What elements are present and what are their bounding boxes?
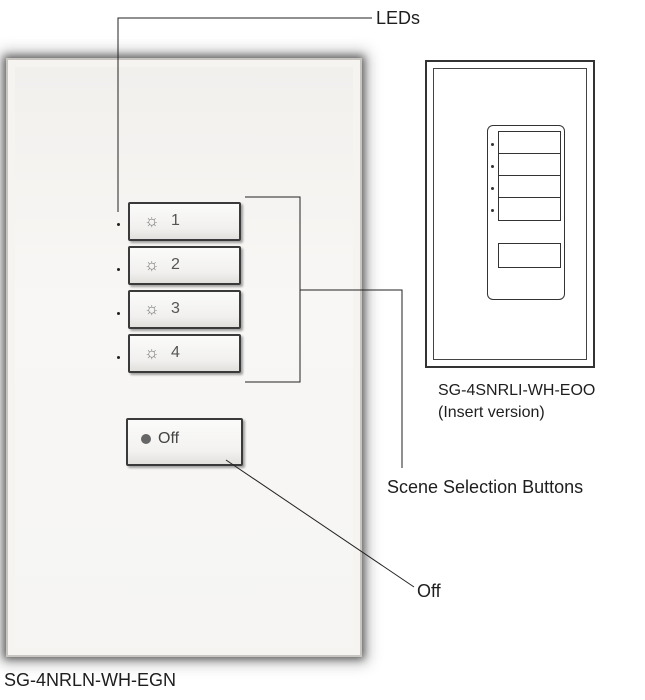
led-indicator-3 bbox=[117, 312, 120, 315]
led-indicator-1 bbox=[117, 223, 120, 226]
sun-icon: ☼ bbox=[144, 299, 160, 318]
insert-scene-key-3 bbox=[498, 175, 561, 199]
scene-button-number: 2 bbox=[171, 256, 180, 273]
led-indicator-4 bbox=[117, 356, 120, 359]
scene-button-3[interactable]: ☼ 3 bbox=[128, 290, 241, 329]
off-label: Off bbox=[417, 581, 441, 601]
off-button[interactable]: Off bbox=[126, 418, 243, 466]
scene-button-1[interactable]: ☼ 1 bbox=[128, 202, 241, 241]
scene-selection-label: Scene Selection Buttons bbox=[387, 477, 584, 497]
insert-version-bezel bbox=[433, 68, 587, 360]
leds-callout-line bbox=[117, 17, 372, 212]
sun-icon: ☼ bbox=[144, 255, 160, 274]
off-button-label: Off bbox=[158, 430, 180, 447]
insert-model-label: SG-4SNRLI-WH-EOO bbox=[438, 382, 596, 399]
scene-button-number: 1 bbox=[171, 212, 180, 229]
insert-scene-key-4 bbox=[498, 197, 561, 221]
insert-led-1 bbox=[491, 143, 494, 146]
led-indicator-2 bbox=[117, 268, 120, 271]
scene-bracket bbox=[245, 196, 301, 383]
insert-led-4 bbox=[491, 209, 494, 212]
scene-button-2[interactable]: ☼ 2 bbox=[128, 246, 241, 285]
leds-label: LEDs bbox=[376, 8, 421, 28]
keypad-model-label: SG-4NRLN-WH-EGN bbox=[4, 670, 177, 690]
off-dot-icon bbox=[141, 434, 151, 444]
sun-icon: ☼ bbox=[144, 343, 160, 362]
off-callout-line bbox=[225, 459, 415, 588]
scene-button-4[interactable]: ☼ 4 bbox=[128, 334, 241, 373]
insert-led-3 bbox=[491, 187, 494, 190]
insert-caption: (Insert version) bbox=[438, 404, 545, 421]
scene-callout-line bbox=[300, 289, 403, 468]
sun-icon: ☼ bbox=[144, 211, 160, 230]
insert-off-key bbox=[498, 243, 561, 268]
scene-button-number: 4 bbox=[171, 344, 180, 361]
insert-scene-key-1 bbox=[498, 131, 561, 155]
insert-scene-key-2 bbox=[498, 153, 561, 177]
insert-led-2 bbox=[491, 165, 494, 168]
scene-button-number: 3 bbox=[171, 300, 180, 317]
